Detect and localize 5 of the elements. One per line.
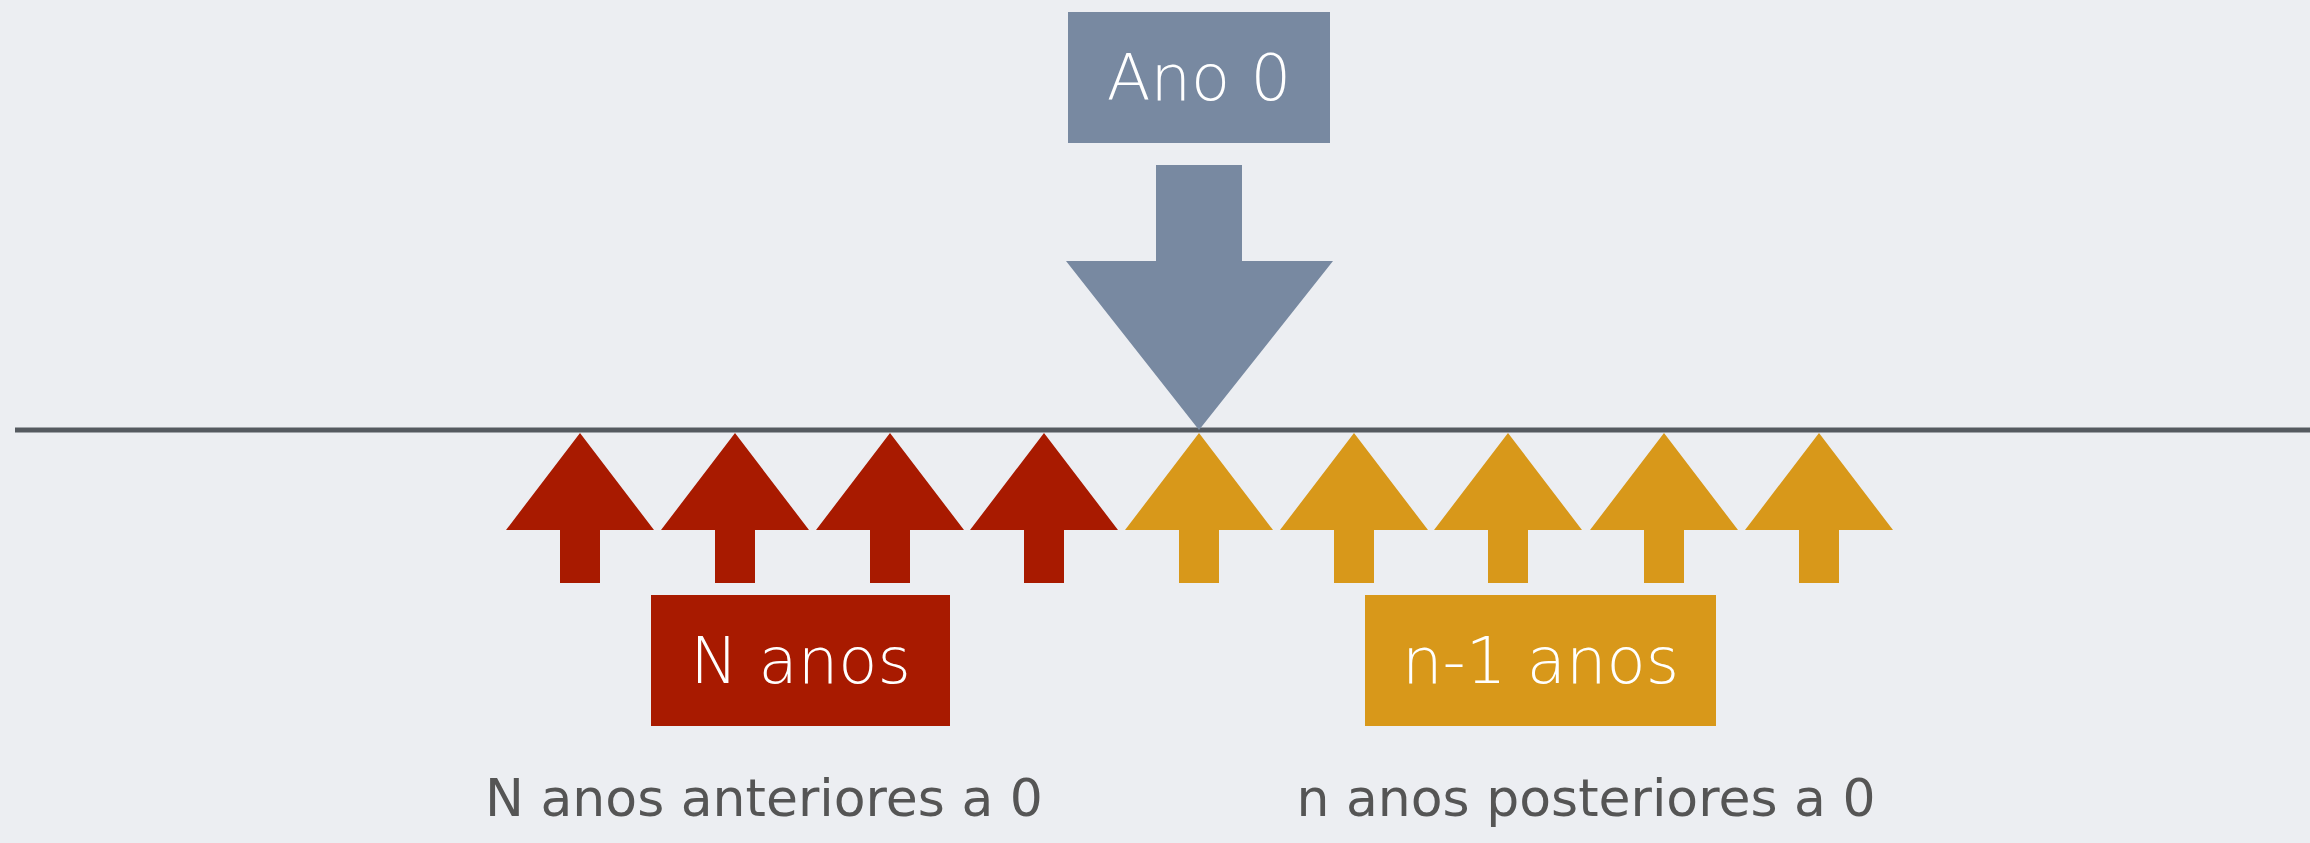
caption-text: n anos posteriores a 0 [1295, 768, 1877, 828]
label-box: N anos [651, 595, 950, 726]
caption-text: N anos anteriores a 0 [484, 768, 1044, 828]
label-box: n-1 anos [1365, 595, 1716, 726]
label-box: Ano 0 [1068, 12, 1330, 143]
